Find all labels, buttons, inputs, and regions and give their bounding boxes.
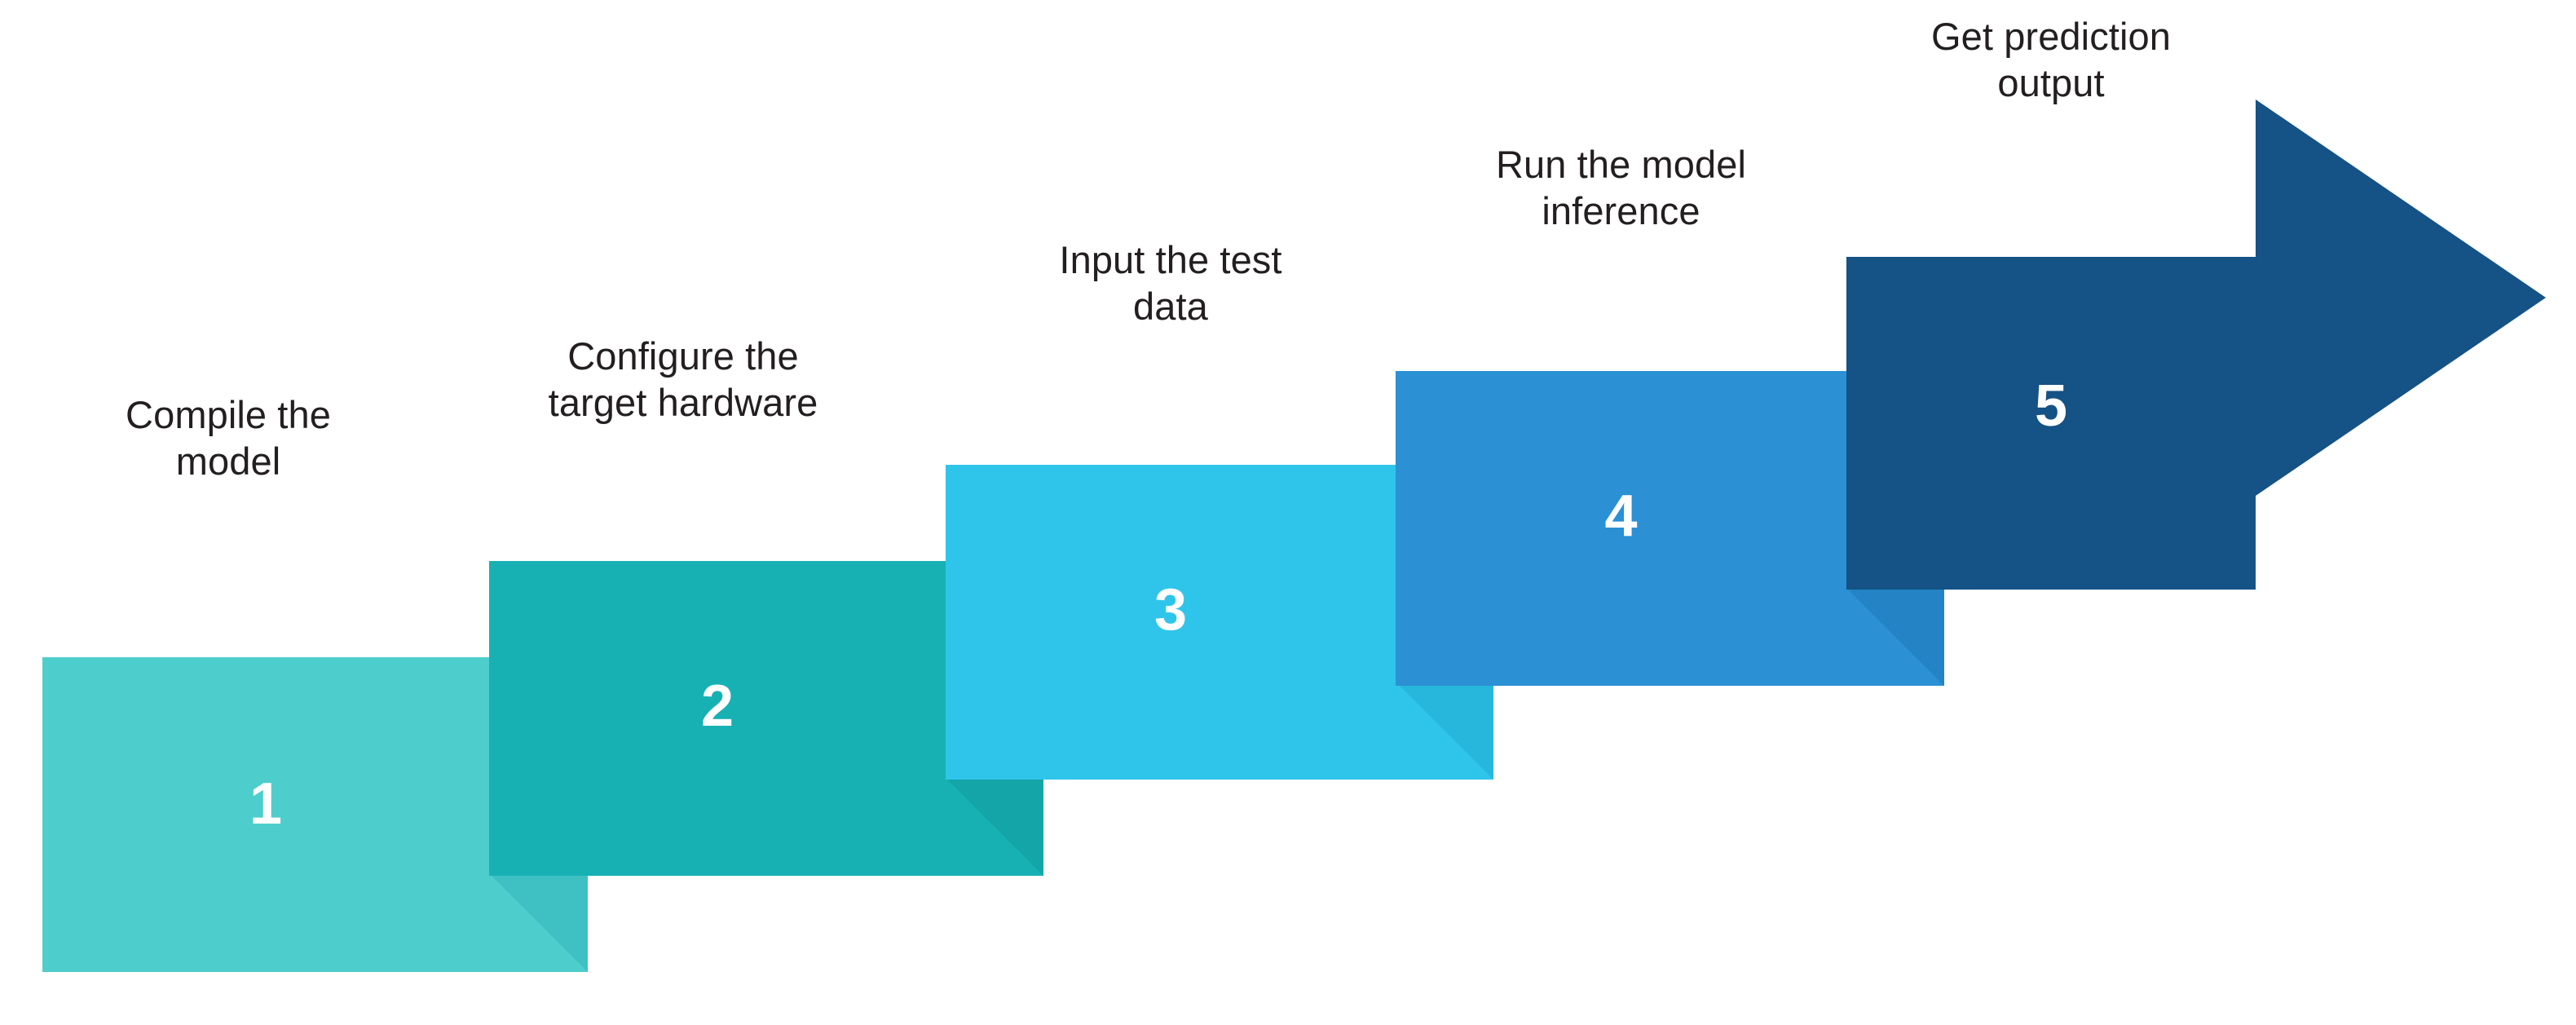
step-shadow-fold-1 <box>489 873 588 972</box>
step-shadow-fold-2 <box>946 778 1043 876</box>
step-number-5: 5 <box>2034 373 2068 439</box>
step-shape-5[interactable] <box>1846 99 2546 590</box>
step-number-1: 1 <box>249 771 283 837</box>
step-number-3: 3 <box>1153 577 1188 643</box>
step-body-3[interactable] <box>946 465 1396 780</box>
step-number-2: 2 <box>700 674 734 739</box>
step-body-4[interactable] <box>1396 371 1846 686</box>
step-body-1[interactable] <box>42 657 489 972</box>
step-shape-2[interactable] <box>489 561 1043 876</box>
step-caption-1: Compile the model <box>126 393 331 484</box>
step-caption-3: Input the test data <box>1059 238 1282 329</box>
step-shape-3[interactable] <box>946 465 1493 780</box>
step-body-2[interactable] <box>489 561 946 876</box>
step-shadow-fold-4 <box>1846 588 1944 686</box>
step-shape-4[interactable] <box>1396 371 1944 686</box>
step-body-5-arrow[interactable] <box>1846 99 2546 590</box>
step-caption-2: Configure the target hardware <box>548 334 818 425</box>
step-shadow-fold-3 <box>1396 682 1493 780</box>
step-number-4: 4 <box>1604 484 1638 549</box>
step-caption-4: Run the model inference <box>1496 143 1746 233</box>
step-shape-1[interactable] <box>42 657 588 972</box>
step-caption-5: Get prediction output <box>1930 15 2171 105</box>
